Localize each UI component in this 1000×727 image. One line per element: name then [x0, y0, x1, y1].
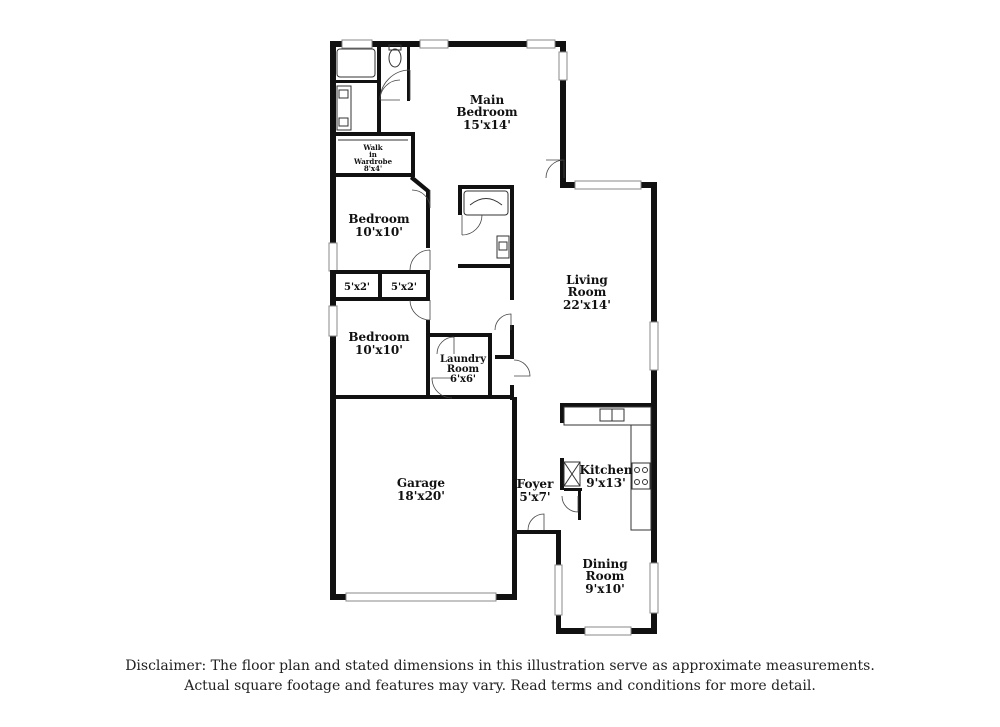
- living-name-2: Room: [568, 285, 607, 299]
- dining-size: 9'x10': [585, 582, 625, 596]
- kitchen-name: Kitchen: [580, 463, 633, 477]
- walk-in-size: 8'x4': [364, 164, 382, 173]
- closet-a-size: 5'x2': [344, 282, 370, 293]
- closet-b-size: 5'x2': [391, 282, 417, 293]
- bedroom-lower-name: Bedroom: [348, 330, 409, 344]
- bedroom-upper-size: 10'x10': [355, 225, 403, 239]
- windows: [328, 39, 659, 636]
- laundry-name-1: Laundry: [440, 354, 487, 365]
- garage-size: 18'x20': [397, 489, 445, 503]
- interior-walls: [330, 41, 657, 520]
- room-labels: Main Bedroom 15'x14' Walk in Wardrobe 8'…: [344, 93, 633, 596]
- laundry-size: 6'x6': [450, 374, 476, 385]
- main-bedroom-name-2: Bedroom: [456, 105, 517, 119]
- living-name-1: Living: [566, 273, 608, 287]
- bedroom-upper-name: Bedroom: [348, 212, 409, 226]
- main-bedroom-size: 15'x14': [463, 118, 511, 132]
- dining-name-1: Dining: [582, 557, 628, 571]
- walk-in-name-3: Wardrobe: [353, 157, 393, 166]
- doors: [379, 69, 579, 531]
- garage-name: Garage: [397, 476, 446, 490]
- fixtures: [336, 44, 652, 531]
- laundry-name-2: Room: [447, 364, 480, 375]
- disclaimer-line-1: Disclaimer: The floor plan and stated di…: [125, 658, 875, 674]
- walk-in-name-1: Walk: [362, 143, 382, 152]
- foyer-size: 5'x7': [519, 490, 550, 504]
- kitchen-size: 9'x13': [586, 476, 626, 490]
- dining-name-2: Room: [586, 569, 625, 583]
- main-bedroom-name-1: Main: [470, 93, 505, 107]
- living-size: 22'x14': [563, 298, 611, 312]
- foyer-name: Foyer: [517, 477, 554, 491]
- disclaimer-line-2: Actual square footage and features may v…: [184, 678, 816, 694]
- bedroom-lower-size: 10'x10': [355, 343, 403, 357]
- walk-in-name-2: in: [369, 150, 377, 159]
